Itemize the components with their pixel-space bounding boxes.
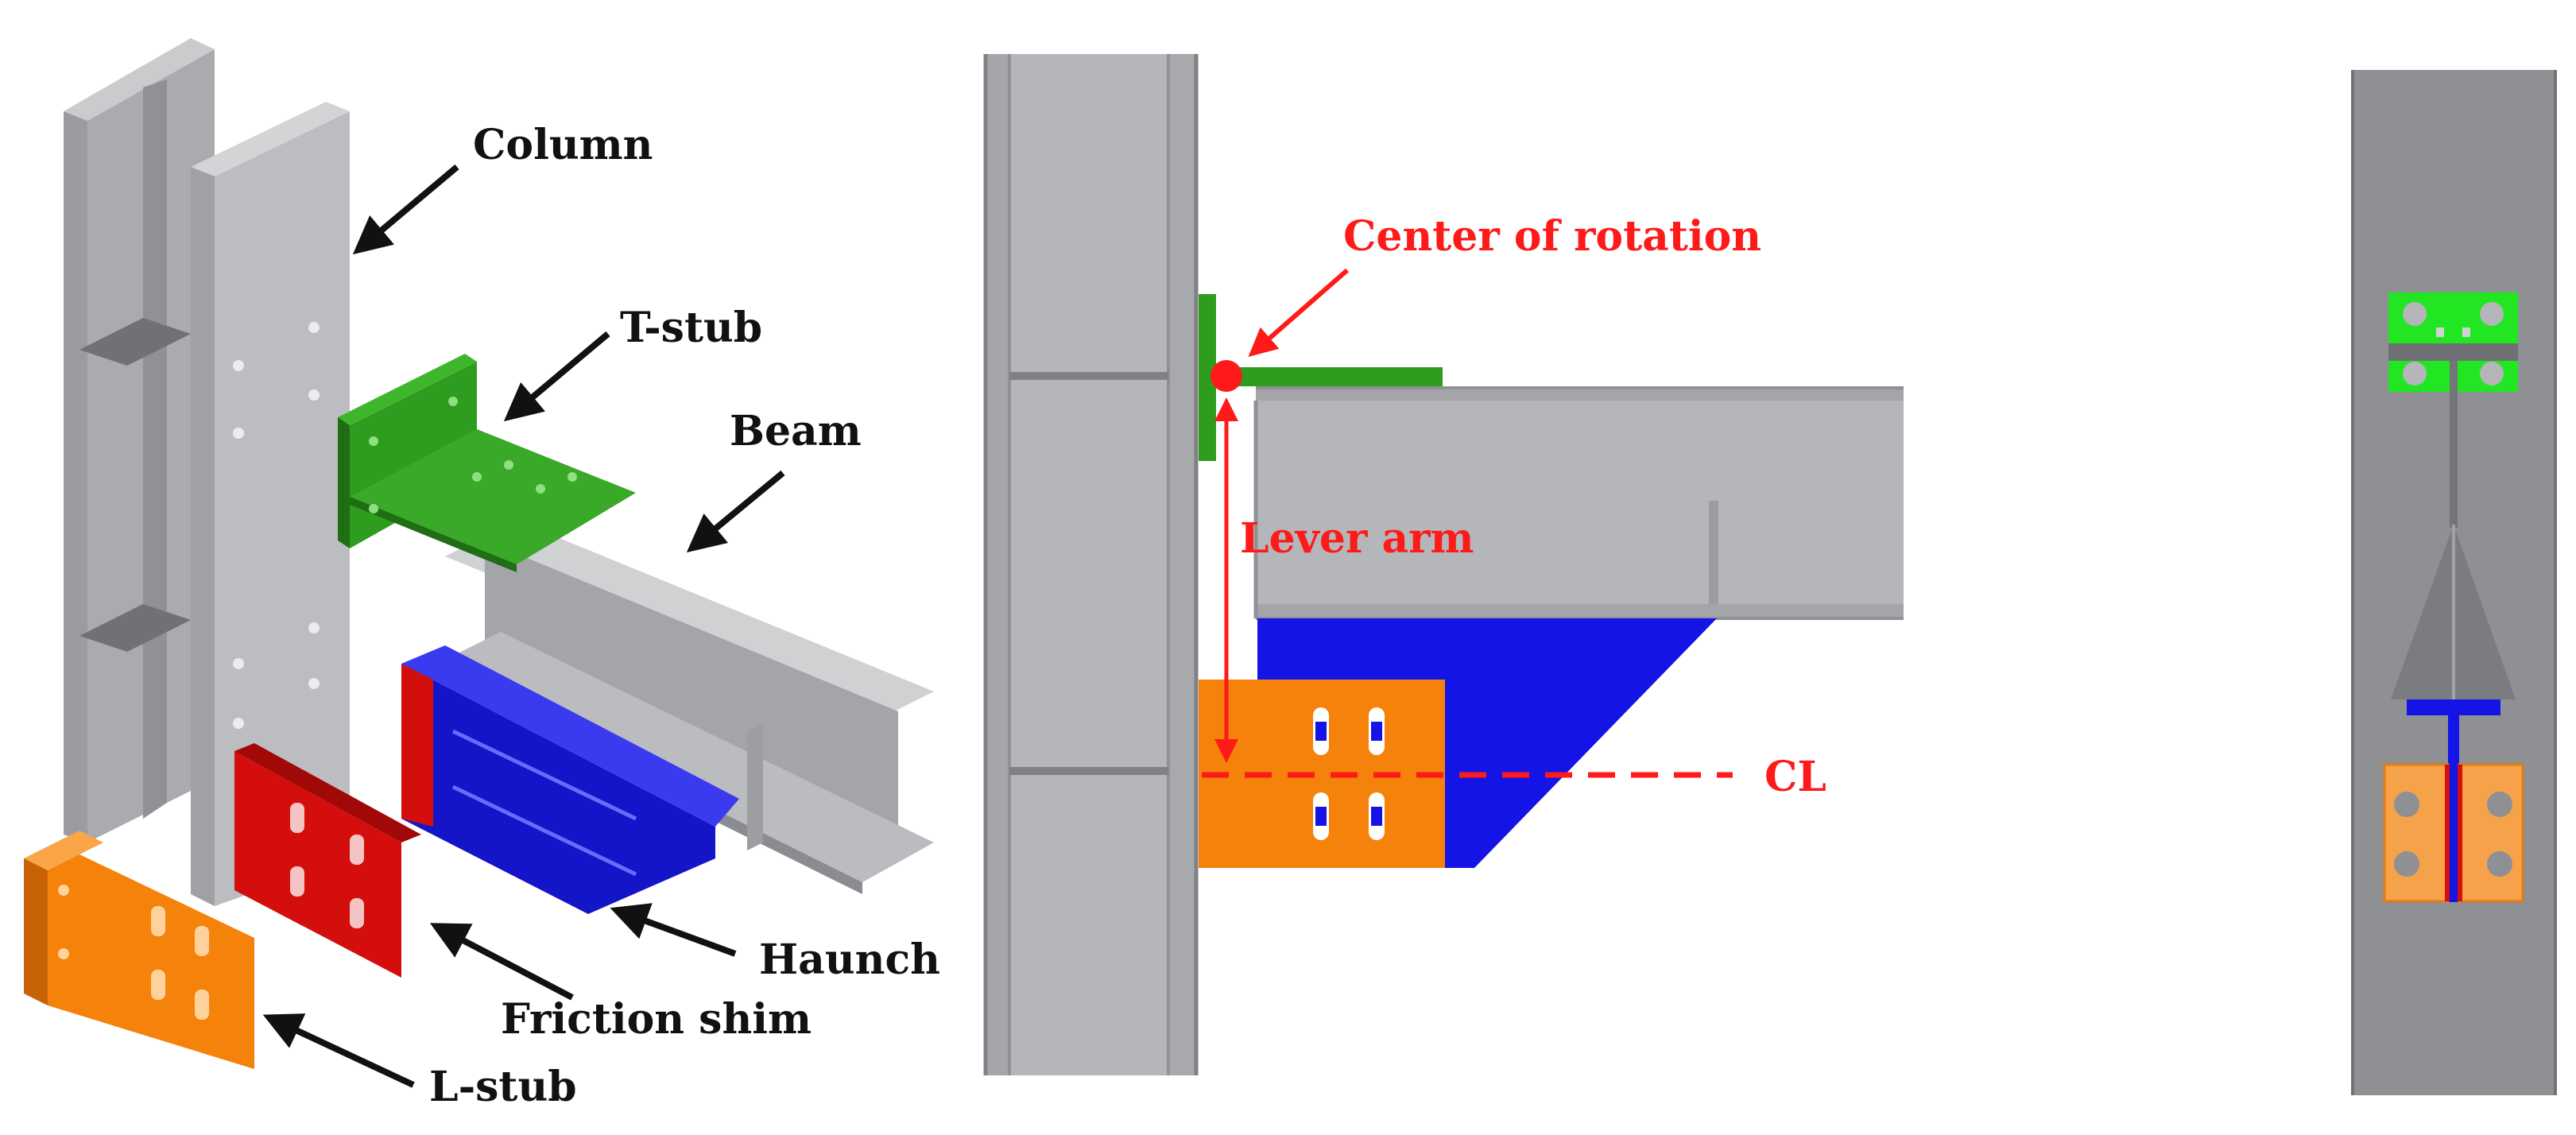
column-arrow: [352, 164, 459, 255]
t-stub-arrow: [503, 331, 610, 422]
l-stub: [24, 831, 254, 1069]
isometric-view: Column T-stub Beam Haunch Friction shim …: [24, 38, 940, 1111]
front-haunch-web: [2448, 715, 2459, 902]
centerline-label: CL: [1764, 753, 1826, 801]
column-label: Column: [473, 121, 653, 169]
t-stub-label: T-stub: [620, 304, 762, 352]
center-of-rotation-label: Center of rotation: [1343, 212, 1761, 261]
haunch-arrow: [610, 903, 737, 957]
center-of-rotation-arrow: [1248, 268, 1349, 357]
haunch-label: Haunch: [759, 936, 940, 984]
front-view: [2351, 70, 2557, 1095]
column: [64, 38, 350, 906]
friction-shim-label: Friction shim: [501, 995, 812, 1044]
beam-label: Beam: [730, 407, 862, 455]
front-l-stub: [2383, 763, 2524, 903]
l-stub-label: L-stub: [429, 1063, 577, 1111]
side-l-stub: [1199, 680, 1445, 868]
l-stub-arrow: [262, 1013, 415, 1088]
side-t-stub: [1199, 294, 1443, 461]
haunch: [401, 645, 739, 914]
front-haunch-flange: [2407, 699, 2500, 715]
friction-shim-arrow: [429, 923, 574, 1001]
center-of-rotation-marker: [1211, 360, 1242, 392]
side-column: [983, 54, 1199, 1075]
side-view: Center of rotation Lever arm CL: [983, 54, 1904, 1075]
lever-arm-label: Lever arm: [1240, 514, 1474, 563]
side-beam: [1253, 386, 1904, 620]
beam-arrow: [686, 470, 785, 553]
friction-shim: [234, 743, 421, 978]
front-beam-web: [2450, 361, 2458, 528]
t-stub: [338, 354, 636, 572]
